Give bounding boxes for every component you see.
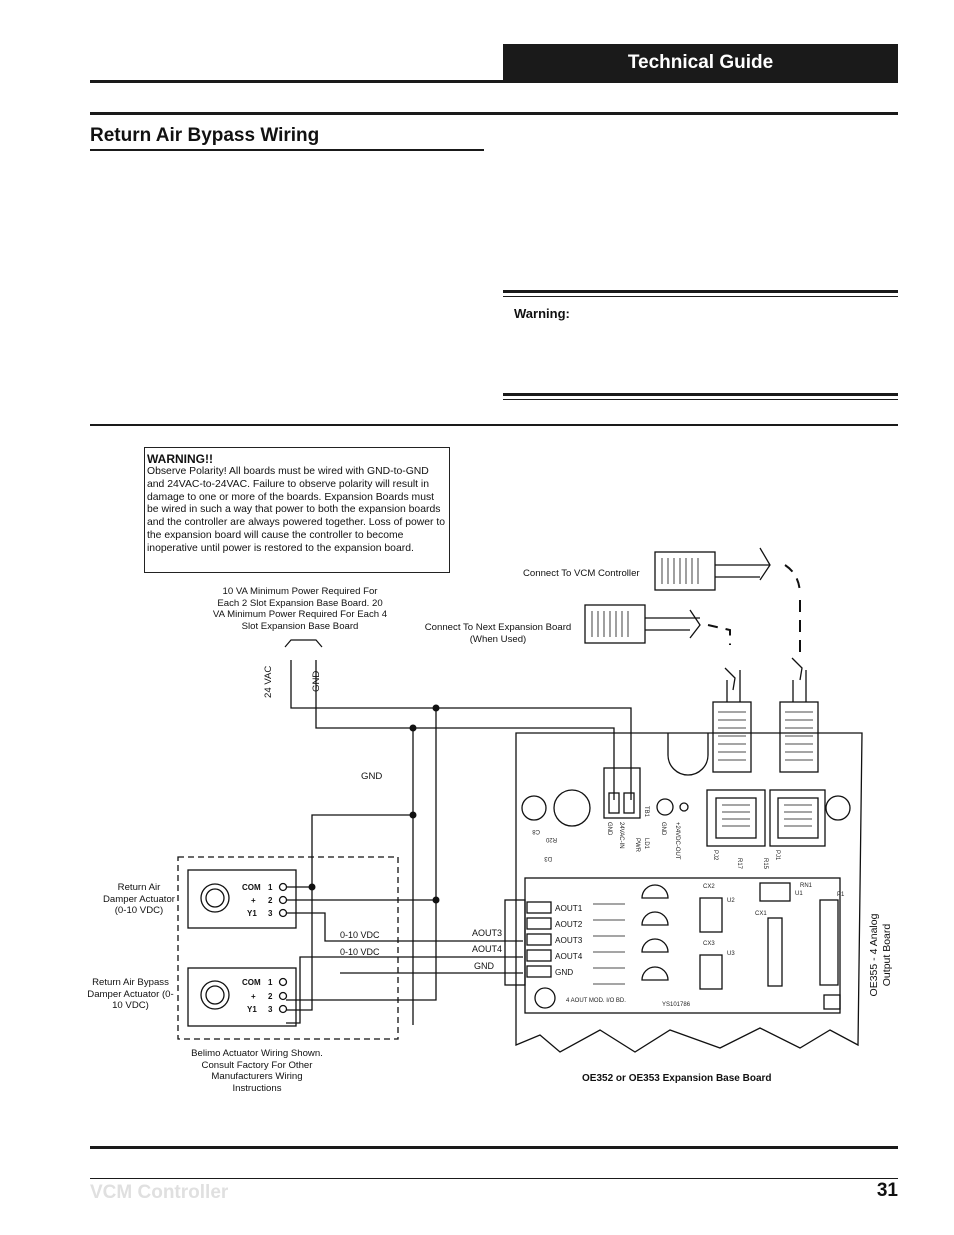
label-aout3: AOUT3 <box>472 928 503 938</box>
act2-term2-name: + <box>251 992 256 1001</box>
silk-pwr: PWR <box>634 838 640 853</box>
silk-r15: R15 <box>762 858 768 870</box>
label-aout4: AOUT4 <box>472 944 503 954</box>
silk-gnd2: GND <box>660 822 666 836</box>
label-actuator-1: Return Air Damper Actuator (0-10 VDC) <box>103 882 175 916</box>
label-gnd-vertical: GND <box>311 670 322 692</box>
header-title: Technical Guide <box>627 52 774 73</box>
footer-rule-thick <box>90 1146 898 1149</box>
polarity-warning-box: WARNING!! Observe Polarity! All boards m… <box>144 447 450 573</box>
silk-rn1: RN1 <box>800 883 813 889</box>
act2-term1-name: COM <box>242 978 261 987</box>
board-output-aout2: AOUT2 <box>555 920 583 929</box>
label-gnd-wire: GND <box>474 961 494 971</box>
power-requirement-note: 10 VA Minimum Power Required For Each 2 … <box>212 586 388 632</box>
diagram-top-rule <box>90 424 898 426</box>
silk-c8: C8 <box>532 828 540 834</box>
act1-term2-name: + <box>251 896 256 905</box>
silk-cx2: CX2 <box>703 884 715 890</box>
label-24vac: 24 VAC <box>263 665 274 698</box>
footer-rule-thin <box>90 1178 898 1179</box>
polarity-warning-title: WARNING!! <box>147 452 213 466</box>
silk-module-name: 4 AOUT MOD. I/O BD. <box>566 998 626 1004</box>
warning-panel-bottom-thin <box>503 399 898 400</box>
board-output-gnd: GND <box>555 968 573 977</box>
footer-page-number: 31 <box>876 1180 898 1201</box>
silk-r17: R17 <box>736 858 742 870</box>
silk-r20: R20 <box>545 836 557 842</box>
silk-pj2: PJ2 <box>712 850 718 861</box>
warning-label: Warning: <box>514 306 570 321</box>
label-connect-next: Connect To Next Expansion Board (When Us… <box>424 622 572 645</box>
warning-panel-thin-rule <box>503 296 898 297</box>
act2-term2-num: 2 <box>268 992 273 1001</box>
silk-24vdc-out: +24VDC-OUT <box>674 822 680 860</box>
act1-term2-num: 2 <box>268 896 273 905</box>
board-output-aout3: AOUT3 <box>555 936 583 945</box>
board-output-aout1: AOUT1 <box>555 904 583 913</box>
act2-term3-num: 3 <box>268 1005 273 1014</box>
silk-tb1: TB1 <box>643 806 649 818</box>
act1-term1-num: 1 <box>268 883 273 892</box>
silk-pj1: PJ1 <box>774 850 780 861</box>
silk-cx3: CX3 <box>703 941 715 947</box>
junction-dots <box>308 704 440 904</box>
silk-p1: P1 <box>837 892 845 898</box>
silk-u2: U2 <box>727 898 735 904</box>
section-title: Return Air Bypass Wiring <box>90 125 320 146</box>
act2-term3-name: Y1 <box>247 1005 257 1014</box>
top-rule <box>90 112 898 115</box>
base-board-outline <box>515 732 863 1053</box>
act2-term1-num: 1 <box>268 978 273 987</box>
act1-term3-num: 3 <box>268 909 273 918</box>
label-vdc-1: 0-10 VDC <box>340 930 380 940</box>
warning-panel-top-rule <box>503 290 898 293</box>
header-rule <box>90 80 898 83</box>
header-title-box: Technical Guide <box>503 44 898 82</box>
base-board-label: OE352 or OE353 Expansion Base Board <box>582 1073 772 1084</box>
silk-u3: U3 <box>727 951 735 957</box>
silk-d3: D3 <box>544 855 552 861</box>
label-vdc-2: 0-10 VDC <box>340 947 380 957</box>
silk-gnd: GND <box>606 822 612 836</box>
act1-term1-name: COM <box>242 883 261 892</box>
silk-ld1: LD1 <box>643 838 649 850</box>
footer-product-name: VCM Controller <box>90 1182 229 1203</box>
label-actuator-2: Return Air Bypass Damper Actuator (0-10 … <box>87 977 174 1011</box>
label-connect-controller: Connect To VCM Controller <box>523 568 640 579</box>
silk-u1: U1 <box>795 891 803 897</box>
board-output-aout4: AOUT4 <box>555 952 583 961</box>
section-title-underline <box>90 149 484 151</box>
warning-panel-bottom-rule <box>503 393 898 396</box>
silk-24vac-in: 24VAC-IN <box>618 822 624 849</box>
polarity-warning-text: Observe Polarity! All boards must be wir… <box>147 466 446 554</box>
act1-term3-name: Y1 <box>247 909 257 918</box>
silk-cx1: CX1 <box>755 911 767 917</box>
output-board-label: OE355 - 4 Analog Output Board <box>868 913 893 997</box>
silk-part-number: YS101786 <box>662 1002 691 1008</box>
label-gnd: GND <box>361 771 383 782</box>
belimo-note: Belimo Actuator Wiring Shown. Consult Fa… <box>191 1048 323 1094</box>
